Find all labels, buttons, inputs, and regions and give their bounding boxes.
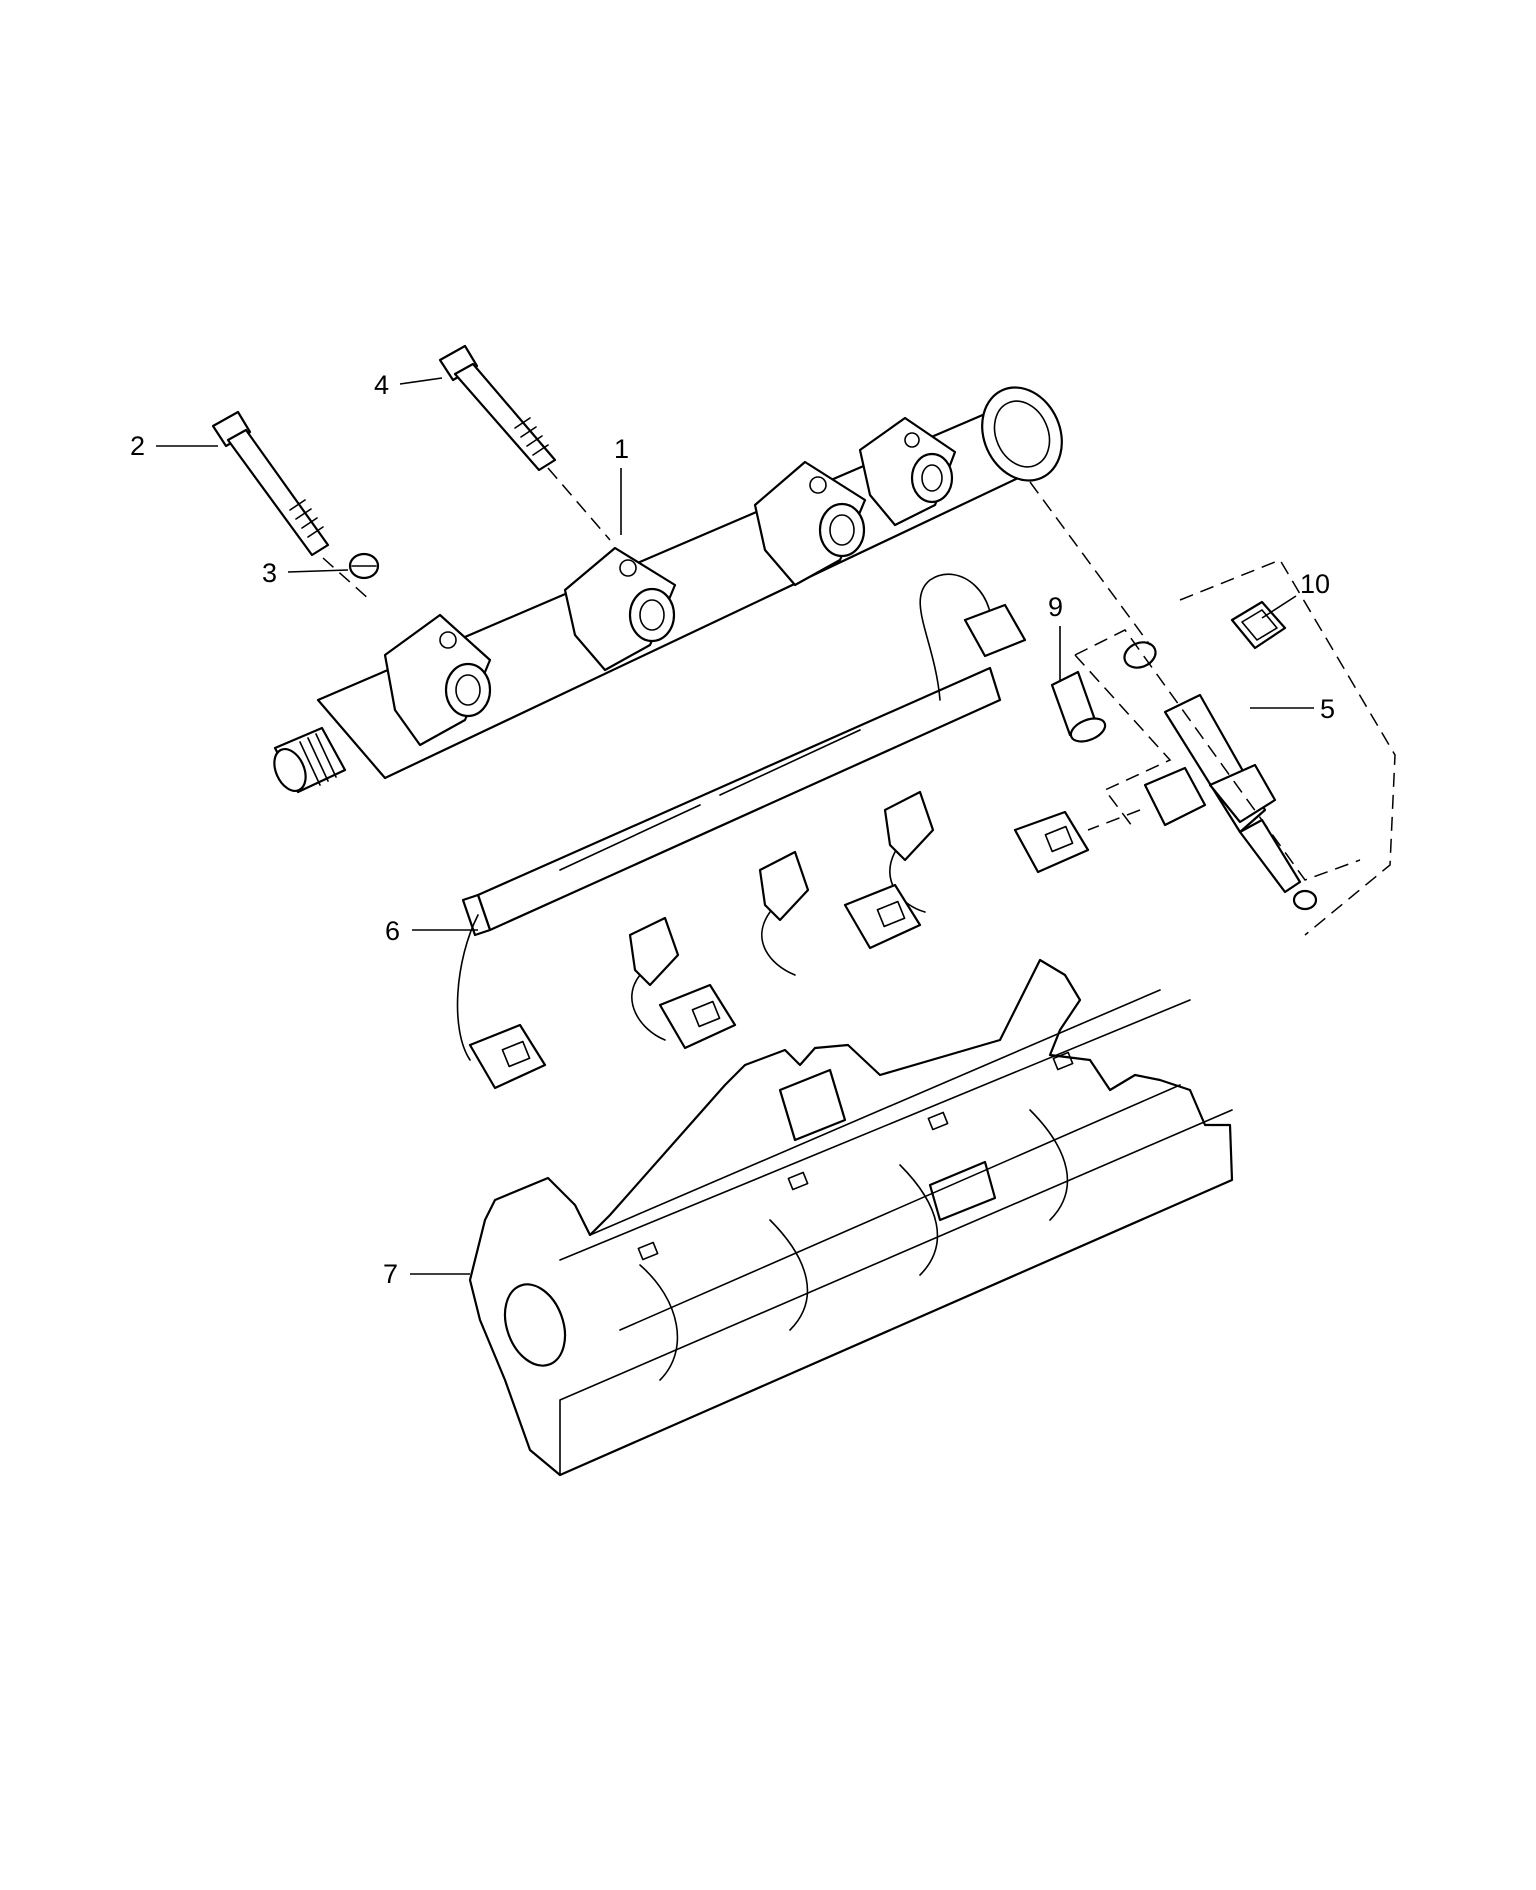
harness-connector-top	[963, 603, 1027, 658]
svg-text:1: 1	[614, 434, 629, 464]
assembly-lines	[322, 467, 1396, 936]
svg-text:10: 10	[1300, 569, 1330, 599]
callout-3: 3	[262, 558, 349, 588]
callout-2: 2	[130, 431, 218, 461]
svg-text:7: 7	[383, 1259, 398, 1289]
bolt-left	[211, 410, 330, 557]
rail-boss-3	[753, 460, 867, 587]
svg-text:9: 9	[1048, 592, 1063, 622]
harness-connector-d	[1013, 810, 1090, 874]
bolt-right	[438, 344, 557, 472]
callout-5: 5	[1250, 694, 1335, 724]
harness-connector-b	[658, 983, 737, 1050]
retaining-clip	[348, 552, 380, 580]
harness-connector-a	[468, 1023, 547, 1090]
lower-cover	[468, 958, 1234, 1477]
svg-text:5: 5	[1320, 694, 1335, 724]
fuel-rail	[273, 386, 1063, 794]
fuel-injector	[1123, 641, 1318, 911]
rail-boss-2	[563, 546, 677, 672]
rail-boss-1	[383, 613, 492, 747]
callout-6: 6	[385, 916, 478, 946]
callout-9: 9	[1048, 592, 1063, 680]
injector-seal-upper	[1050, 670, 1107, 743]
callout-4: 4	[374, 370, 443, 400]
svg-text:6: 6	[385, 916, 400, 946]
callout-1: 1	[614, 434, 629, 535]
rail-boss-4	[858, 416, 957, 527]
wiring-harness	[456, 573, 1090, 1090]
callout-7: 7	[383, 1259, 470, 1289]
callout-10: 10	[1261, 569, 1330, 619]
harness-connector-c	[843, 883, 922, 950]
svg-text:2: 2	[130, 431, 145, 461]
svg-text:4: 4	[374, 370, 389, 400]
svg-text:3: 3	[262, 558, 277, 588]
small-cap	[1230, 600, 1287, 650]
